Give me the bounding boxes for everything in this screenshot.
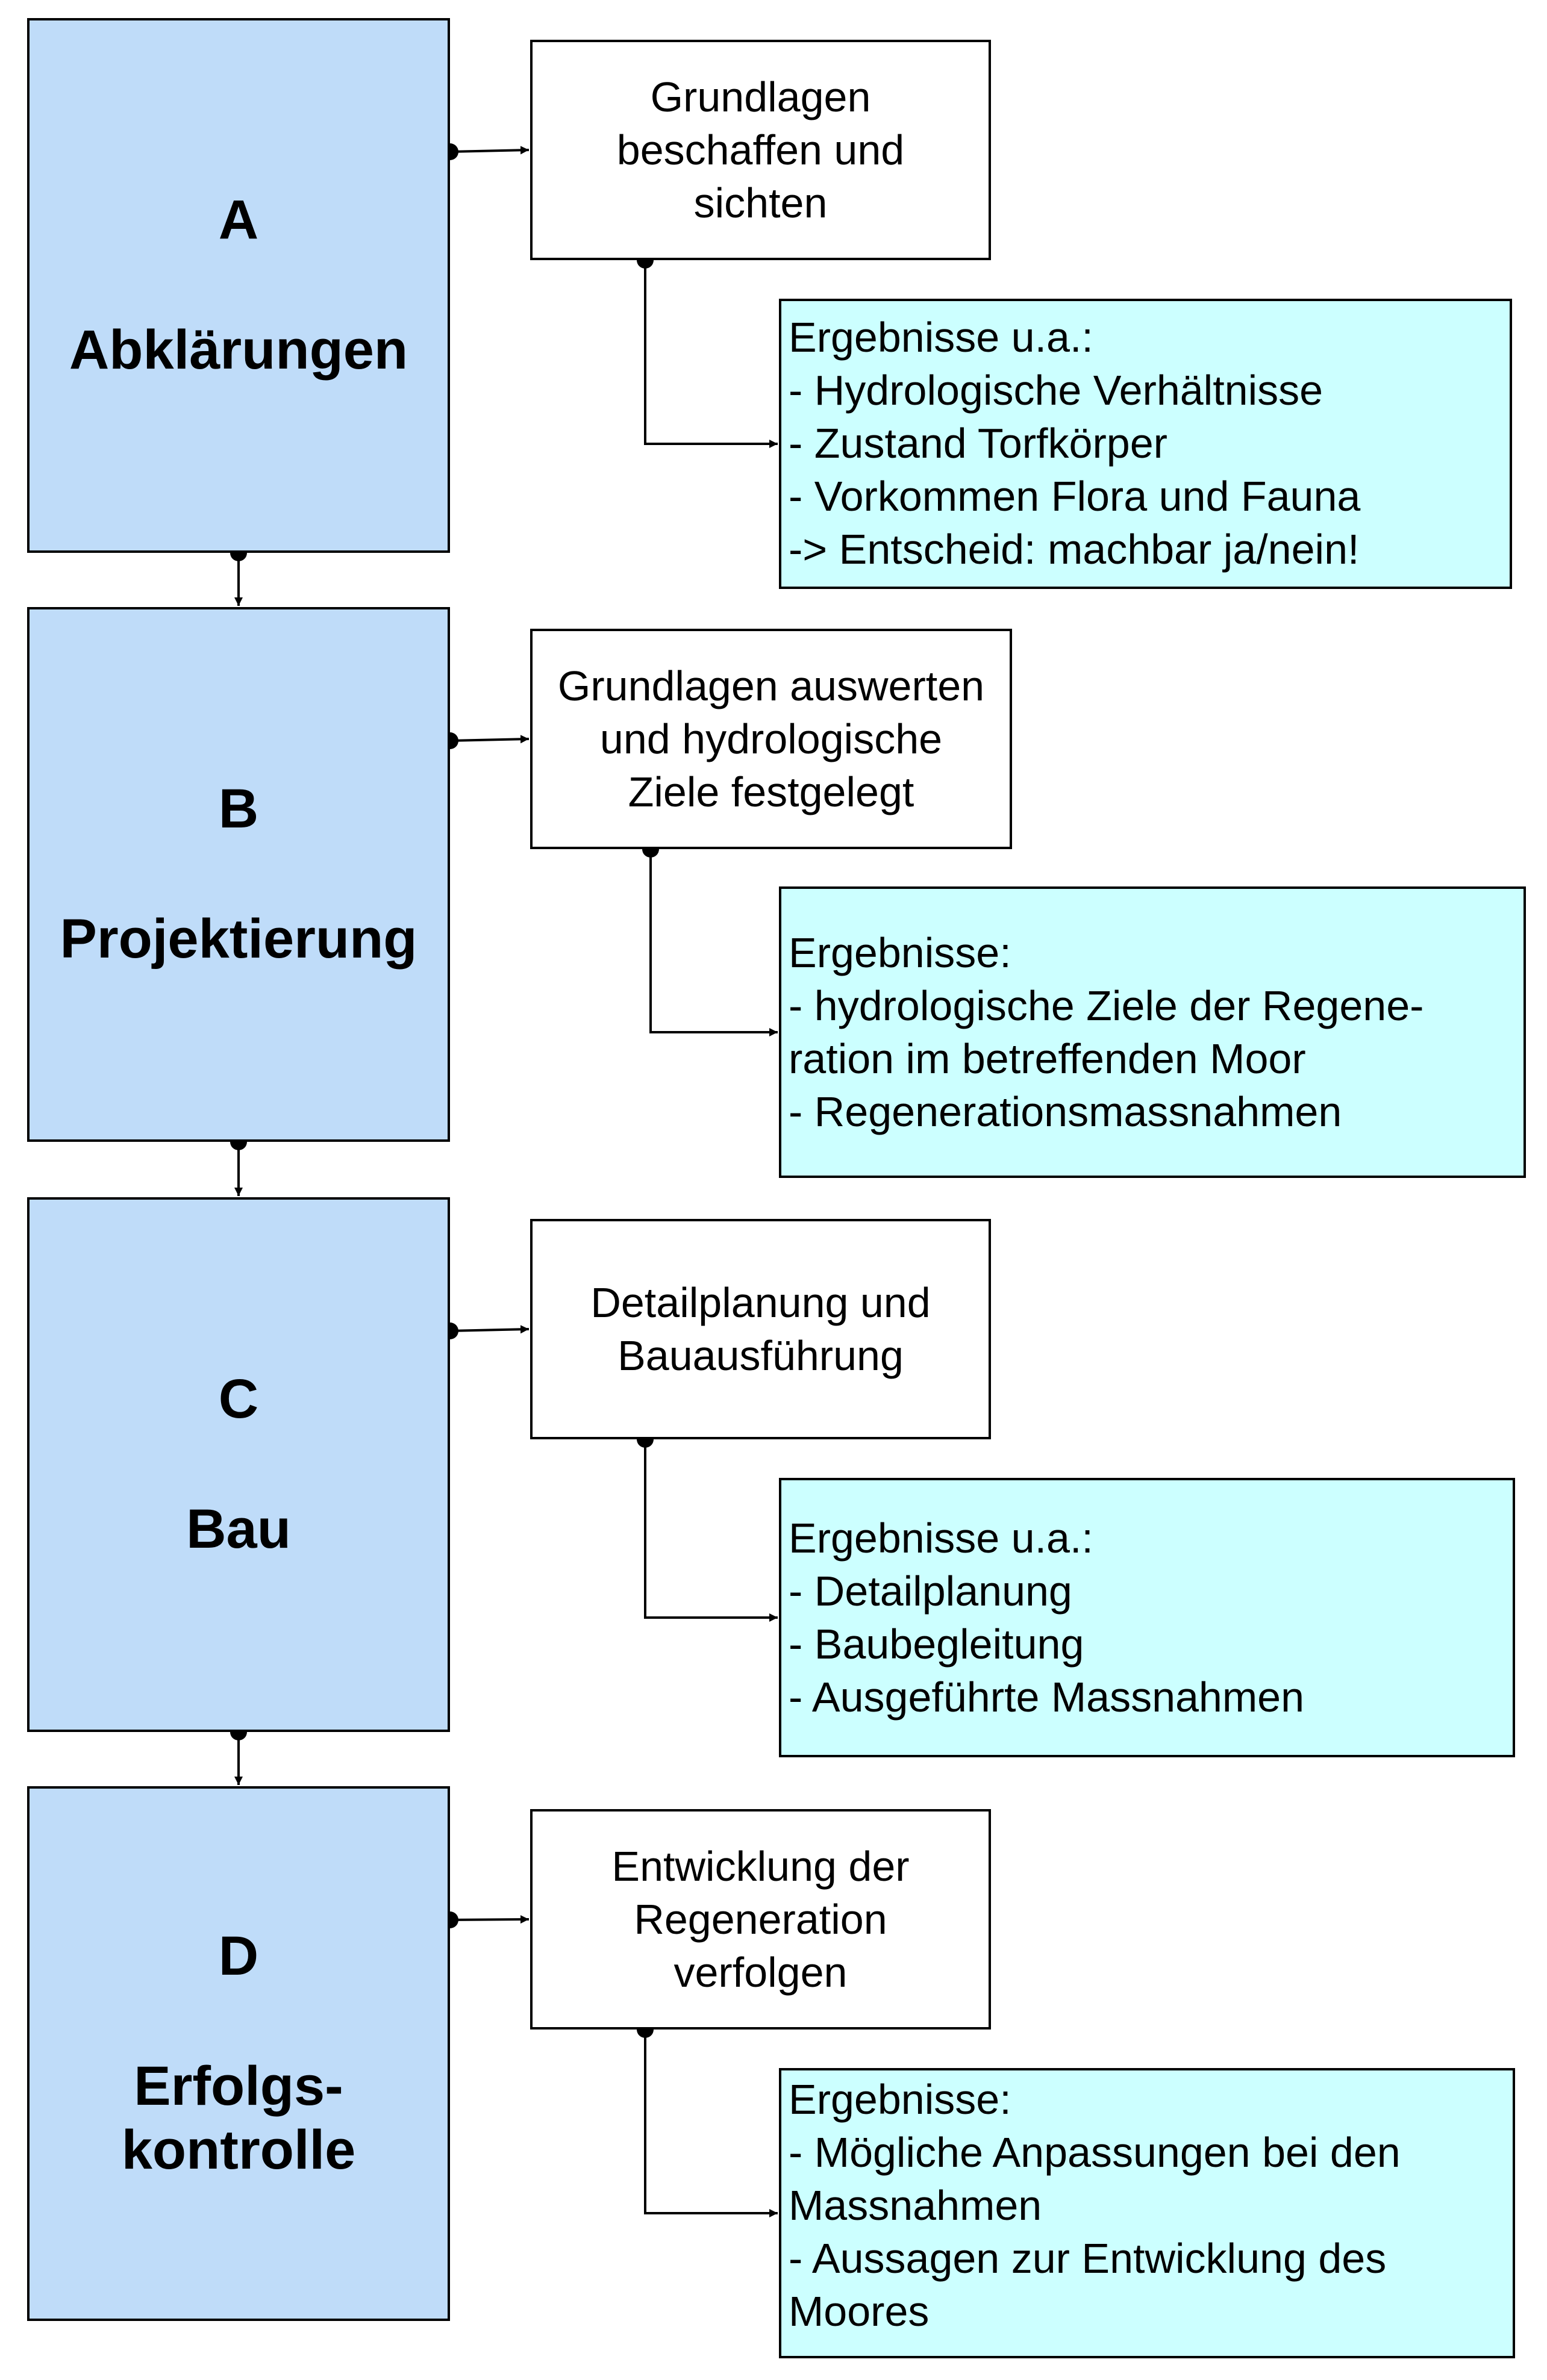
result-line: - Vorkommen Flora und Fauna <box>789 473 1361 520</box>
result-line: Massnahmen <box>789 2182 1042 2229</box>
result-box-a: Ergebnisse u.a.: - Hydrologische Verhält… <box>779 299 1512 589</box>
result-line: - Regenerationsmassnahmen <box>789 1088 1342 1135</box>
task-box-c: Detailplanung und Bauausführung <box>530 1219 991 1439</box>
connector-arrow <box>449 146 530 155</box>
connector-arrow <box>644 2030 778 2217</box>
result-line: Ergebnisse: <box>789 929 1011 976</box>
phase-box-a: A Abklärungen <box>27 18 450 553</box>
phase-letter: D <box>218 1925 259 1987</box>
phase-letter: B <box>218 778 259 840</box>
phase-box-d: D Erfolgs- kontrolle <box>27 1786 450 2321</box>
result-line: Ergebnisse: <box>789 2076 1011 2123</box>
phase-name: Bau <box>186 1498 291 1560</box>
result-line: - Detailplanung <box>789 1568 1072 1615</box>
result-box-c: Ergebnisse u.a.: - Detailplanung - Baube… <box>779 1478 1515 1757</box>
connector-arrow <box>449 1915 530 1924</box>
connector-arrow <box>644 1439 778 1622</box>
result-line: - Zustand Torfkörper <box>789 420 1167 467</box>
phase-box-b: B Projektierung <box>27 607 450 1142</box>
result-line: - Baubegleitung <box>789 1621 1084 1668</box>
phase-letter: A <box>218 189 259 251</box>
result-line: ration im betreffenden Moor <box>789 1035 1306 1082</box>
task-box-a: Grundlagen beschaffen und sichten <box>530 40 991 260</box>
result-line: - Mögliche Anpassungen bei den <box>789 2129 1401 2176</box>
phase-box-c: C Bau <box>27 1197 450 1732</box>
connector-arrow <box>449 1325 530 1334</box>
phase-name: Projektierung <box>60 908 417 970</box>
connector-arrow <box>449 735 530 744</box>
result-line: - Hydrologische Verhältnisse <box>789 367 1324 414</box>
connector-arrow <box>644 260 778 448</box>
result-box-b: Ergebnisse: - hydrologische Ziele der Re… <box>779 886 1526 1178</box>
result-line: - Aussagen zur Entwicklung des <box>789 2235 1387 2282</box>
phase-name: Abklärungen <box>69 319 408 381</box>
result-line: - hydrologische Ziele der Regene- <box>789 982 1424 1029</box>
result-line: -> Entscheid: machbar ja/nein! <box>789 526 1360 573</box>
result-line: Ergebnisse u.a.: <box>789 314 1093 361</box>
result-line: - Ausgeführte Massnahmen <box>789 1674 1305 1721</box>
phase-name: Erfolgs- kontrolle <box>121 2055 356 2181</box>
result-line: Ergebnisse u.a.: <box>789 1515 1093 1562</box>
phase-letter: C <box>218 1368 259 1430</box>
connector-arrow <box>649 849 778 1036</box>
task-box-d: Entwicklung der Regeneration verfolgen <box>530 1809 991 2030</box>
result-box-d: Ergebnisse: - Mögliche Anpassungen bei d… <box>779 2068 1515 2358</box>
result-line: Moores <box>789 2288 930 2335</box>
task-box-b: Grundlagen auswerten und hydrologische Z… <box>530 629 1012 849</box>
